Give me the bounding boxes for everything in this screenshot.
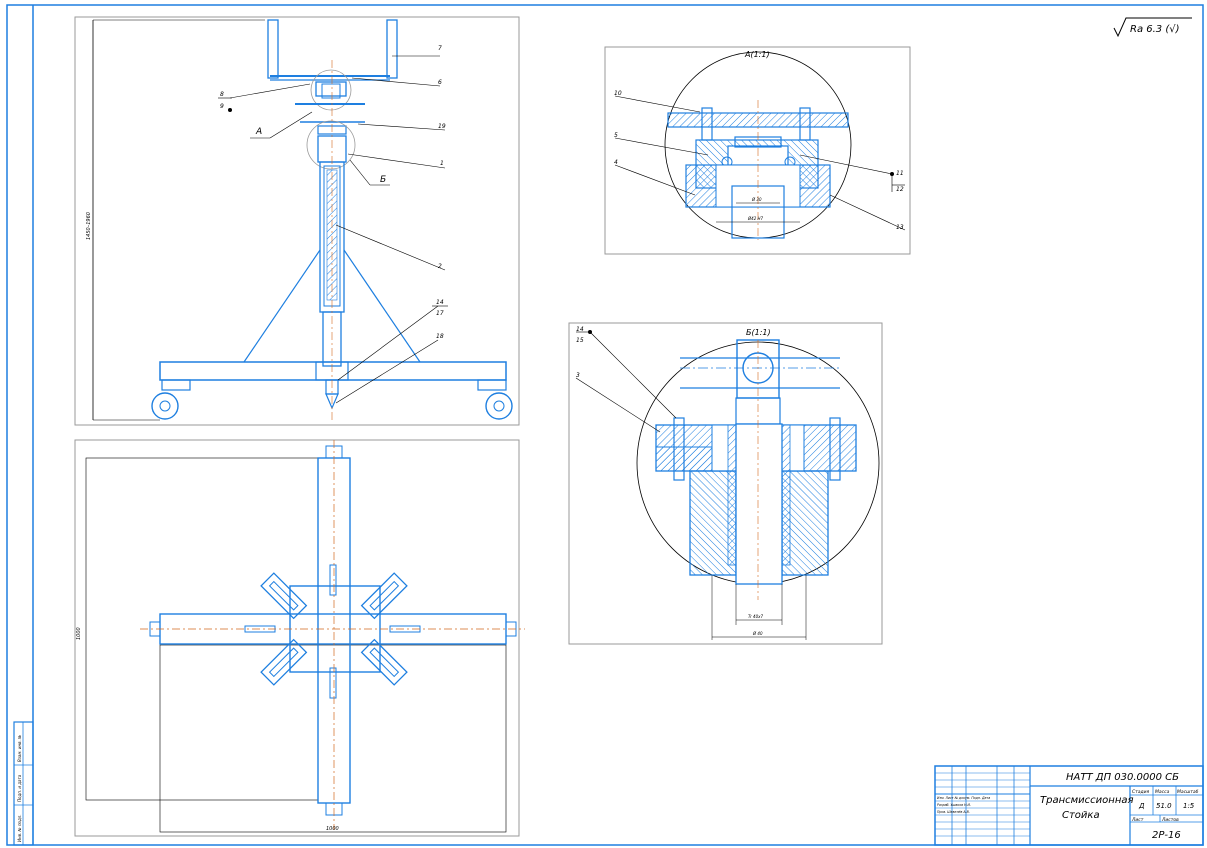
callout-1: 1 <box>440 160 444 167</box>
callout-11: 11 <box>896 170 904 177</box>
a-inner-diameter: Ø 30 <box>751 197 762 202</box>
section-b-marker: Б <box>380 175 386 185</box>
callout-10: 10 <box>614 90 622 97</box>
b-inner-diameter: Tr 40x7 <box>748 614 764 619</box>
detail-b: Б(1:1) Tr 40x7 Ø 40 <box>568 322 883 645</box>
callout-b-14: 14 <box>576 326 584 333</box>
base-width-dimension: 1000 <box>326 826 339 832</box>
callout-3: 3 <box>576 372 580 379</box>
drawing-designation: НАТТ ДП 030.0000 СБ <box>1066 772 1179 783</box>
plan-view: 1000 1000 <box>74 439 525 837</box>
stamp-sign-date: Подп. и дата <box>17 774 22 802</box>
callout-12: 12 <box>896 186 904 193</box>
roughness-text: Ra 6.3 (√) <box>1130 24 1180 35</box>
stamp-inv-original: Инв. № подл. <box>17 814 22 842</box>
roughness-symbol: Ra 6.3 (√) <box>1113 17 1192 38</box>
title-block-header-row: Изм. Лист № докум. Подп. Дата <box>937 796 990 800</box>
callout-8: 8 <box>220 91 224 98</box>
height-dimension: 1450–1960 <box>86 212 92 240</box>
callout-17: 17 <box>436 310 444 317</box>
callout-18: 18 <box>436 333 444 340</box>
callout-15: 15 <box>576 337 584 344</box>
callout-6: 6 <box>438 79 442 86</box>
callout-14: 14 <box>436 299 444 306</box>
drawing-name-line2: Стойка <box>1062 810 1100 821</box>
detail-b-title: Б(1:1) <box>746 328 771 337</box>
callout-19: 19 <box>438 123 446 130</box>
sheet-label: Лист <box>1131 817 1144 823</box>
b-outer-diameter: Ø 40 <box>752 631 763 636</box>
title-block-checker: Пров. Шевелёв А.В. <box>937 810 970 814</box>
callout-9: 9 <box>220 103 224 110</box>
sheet-frame <box>6 4 1204 846</box>
stamp-replace-inv: Взам. инв. № <box>17 735 22 762</box>
callout-5: 5 <box>614 132 618 139</box>
mass-header: Масса <box>1155 789 1170 795</box>
sheets-label: Листов <box>1161 817 1179 823</box>
litera-header: Стадия <box>1132 789 1150 795</box>
drawing-name-line1: Трансмиссионная <box>1040 795 1134 806</box>
callout-13: 13 <box>896 224 904 231</box>
detail-a: А(1:1) Ø 30 Ø42 Н7 <box>604 46 911 255</box>
group-code: 2Р-16 <box>1152 830 1181 841</box>
section-a-marker: А <box>255 127 262 137</box>
callout-7: 7 <box>438 45 442 52</box>
detail-a-callouts: 10 5 4 11 12 13 <box>614 90 906 231</box>
scale-header: Масштаб <box>1177 789 1199 795</box>
base-length-dimension: 1000 <box>76 627 82 640</box>
litera-value: Д <box>1138 802 1145 810</box>
scale-value: 1:5 <box>1183 802 1195 810</box>
side-stamp: Инв. № подл. Подп. и дата Взам. инв. № <box>13 721 34 846</box>
front-view: 1450–1960 <box>74 16 520 426</box>
front-view-callouts: 7 6 8 9 19 1 2 14 17 18 А Б <box>218 45 448 404</box>
callout-2: 2 <box>438 263 442 270</box>
a-outer-diameter: Ø42 Н7 <box>747 216 764 221</box>
mass-value: 51.0 <box>1156 802 1172 810</box>
title-block-developer: Разраб. Ушаков Н.И. <box>937 803 971 807</box>
title-block: Изм. Лист № докум. Подп. Дата Разраб. Уш… <box>934 765 1204 846</box>
callout-4: 4 <box>614 159 618 166</box>
detail-b-callouts: 14 15 3 <box>575 326 677 433</box>
detail-a-title: А(1:1) <box>744 50 770 59</box>
